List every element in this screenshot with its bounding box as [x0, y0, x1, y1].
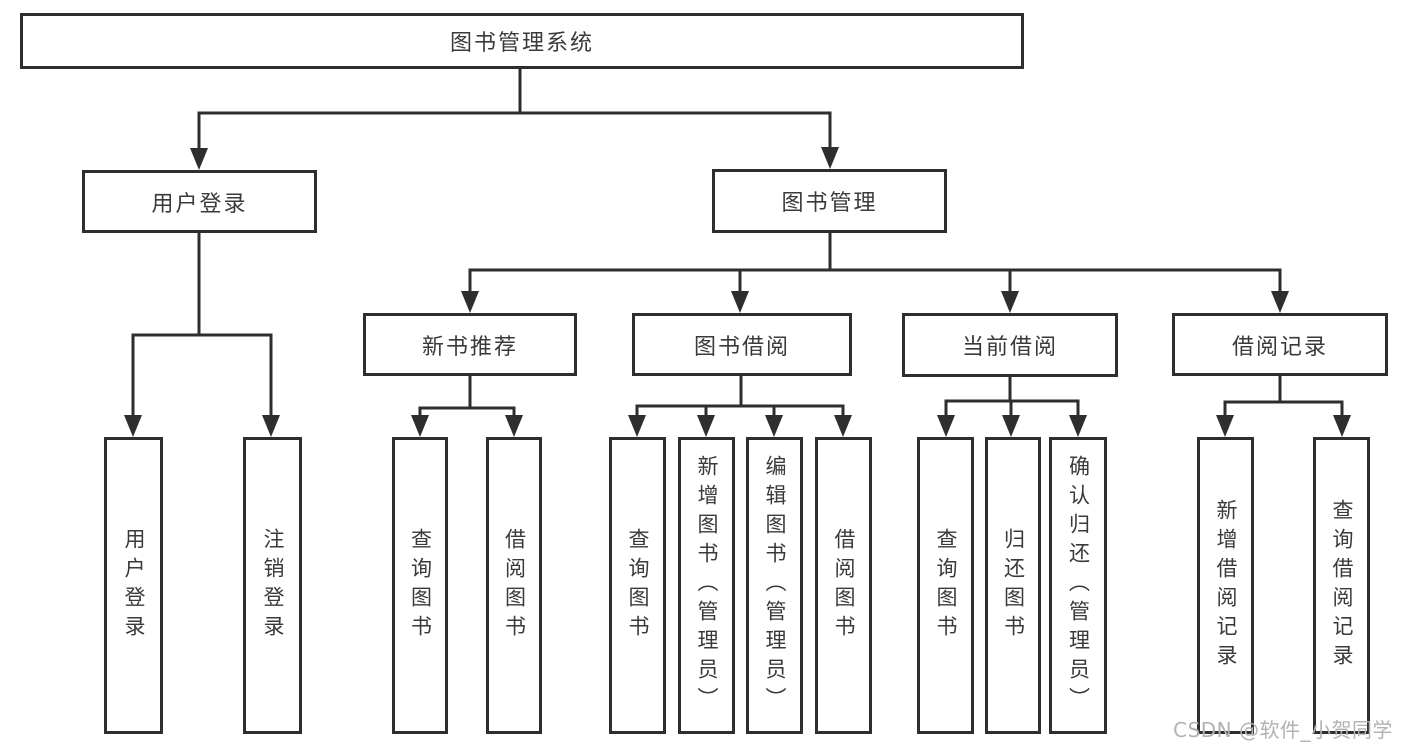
arrowhead-down-icon: [731, 291, 749, 313]
leaf-nb-query-books-label: 查询图书: [408, 527, 433, 644]
leaf-nb-borrow-books: 借阅图书: [486, 437, 542, 734]
node-new-book-recommend: 新书推荐: [363, 313, 577, 376]
leaf-bb-borrow-books: 借阅图书: [815, 437, 872, 734]
node-book-management-label: 图书管理: [781, 191, 878, 216]
leaf-cb-confirm-return-admin-label: 确认归还（管理员）: [1066, 455, 1091, 716]
arrowhead-down-icon: [821, 147, 839, 169]
leaf-br-add-record-label: 新增借阅记录: [1214, 498, 1238, 673]
node-user-login-label: 用户登录: [151, 191, 248, 217]
leaf-bb-query-books-label: 查询图书: [626, 527, 650, 644]
leaf-cb-query-books-label: 查询图书: [934, 527, 958, 644]
arrowhead-down-icon: [262, 415, 280, 437]
arrowhead-down-icon: [834, 415, 852, 437]
node-root-label: 图书管理系统: [449, 31, 594, 56]
leaf-cb-confirm-return-admin: 确认归还（管理员）: [1049, 437, 1107, 734]
node-borrowing-records-label: 借阅记录: [1231, 334, 1328, 360]
leaf-br-query-record-label: 查询借阅记录: [1330, 498, 1354, 673]
arrowhead-down-icon: [1001, 291, 1019, 313]
leaf-logout-label: 注销登录: [261, 527, 285, 644]
arrowhead-down-icon: [697, 415, 715, 437]
node-new-book-recommend-label: 新书推荐: [421, 334, 518, 360]
arrowhead-down-icon: [505, 415, 523, 437]
arrowhead-down-icon: [1333, 415, 1351, 437]
leaf-cb-return-books: 归还图书: [985, 437, 1041, 734]
arrowhead-down-icon: [1002, 415, 1020, 437]
leaf-cb-query-books: 查询图书: [917, 437, 974, 734]
leaf-br-add-record: 新增借阅记录: [1197, 437, 1254, 734]
leaf-bb-borrow-books-label: 借阅图书: [832, 527, 856, 644]
node-book-borrowing-label: 图书借阅: [693, 334, 790, 360]
leaf-user-login: 用户登录: [104, 437, 163, 734]
node-root: 图书管理系统: [20, 13, 1024, 69]
arrowhead-down-icon: [124, 415, 142, 437]
leaf-br-query-record: 查询借阅记录: [1313, 437, 1370, 734]
arrowhead-down-icon: [190, 148, 208, 170]
arrowhead-down-icon: [1216, 415, 1234, 437]
leaf-cb-return-books-label: 归还图书: [1001, 527, 1026, 644]
node-user-login: 用户登录: [82, 170, 317, 233]
leaf-bb-edit-books-admin: 编辑图书（管理员）: [746, 437, 803, 734]
leaf-user-login-label: 用户登录: [122, 527, 146, 644]
node-current-borrowing-label: 当前借阅: [961, 335, 1058, 360]
csdn-watermark: CSDN @软件_小贺同学: [1173, 718, 1393, 742]
arrowhead-down-icon: [461, 291, 479, 313]
arrowhead-down-icon: [765, 415, 783, 437]
arrowhead-down-icon: [628, 415, 646, 437]
arrowhead-down-icon: [411, 415, 429, 437]
node-book-management: 图书管理: [712, 169, 947, 233]
leaf-bb-add-books-admin-label: 新增图书（管理员）: [695, 455, 719, 716]
leaf-logout: 注销登录: [243, 437, 302, 734]
node-borrowing-records: 借阅记录: [1172, 313, 1388, 376]
node-book-borrowing: 图书借阅: [632, 313, 852, 376]
arrowhead-down-icon: [1271, 291, 1289, 313]
leaf-bb-add-books-admin: 新增图书（管理员）: [678, 437, 735, 734]
node-current-borrowing: 当前借阅: [902, 313, 1118, 377]
arrowhead-down-icon: [937, 415, 955, 437]
leaf-bb-edit-books-admin-label: 编辑图书（管理员）: [763, 455, 787, 716]
leaf-nb-borrow-books-label: 借阅图书: [502, 527, 527, 644]
arrowhead-down-icon: [1069, 415, 1087, 437]
leaf-bb-query-books: 查询图书: [609, 437, 666, 734]
leaf-nb-query-books: 查询图书: [392, 437, 448, 734]
